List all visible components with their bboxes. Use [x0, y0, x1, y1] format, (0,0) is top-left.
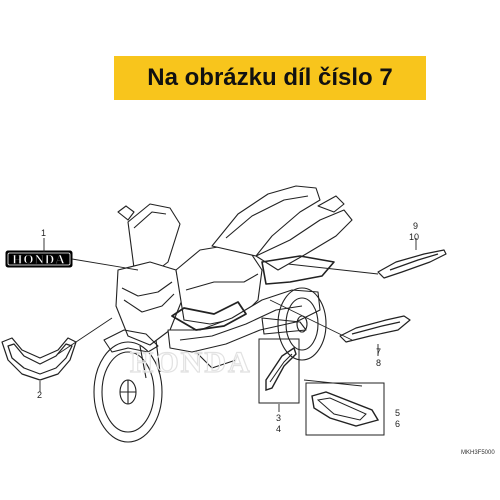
callout-2: 2 — [37, 390, 42, 400]
logo-decal-text: HONDA — [12, 252, 65, 267]
callout-3: 3 — [276, 413, 281, 423]
honda-watermark: HONDA — [130, 346, 252, 379]
part-2-front-decal — [1, 337, 77, 381]
part-7-8-side-decal — [339, 315, 411, 343]
callout-8: 8 — [376, 358, 381, 368]
title-banner: Na obrázku díl číslo 7 — [114, 56, 426, 100]
callout-5: 5 — [395, 408, 400, 418]
diagram-code: MKH3F5000 — [461, 450, 495, 456]
part-9-10-rear-decal — [377, 249, 447, 279]
leader-lines — [39, 238, 417, 412]
callout-7: 7 — [376, 347, 381, 357]
callout-6: 6 — [395, 419, 400, 429]
banner-text: Na obrázku díl číslo 7 — [147, 64, 393, 91]
callout-9: 9 — [413, 221, 418, 231]
callout-10: 10 — [409, 232, 419, 242]
callout-4: 4 — [276, 424, 281, 434]
callout-1: 1 — [41, 228, 46, 238]
part-1-logo-decal: HONDA — [5, 250, 73, 268]
part-3-4-decal-group — [258, 338, 300, 404]
part-5-6-decal-group — [305, 382, 385, 436]
